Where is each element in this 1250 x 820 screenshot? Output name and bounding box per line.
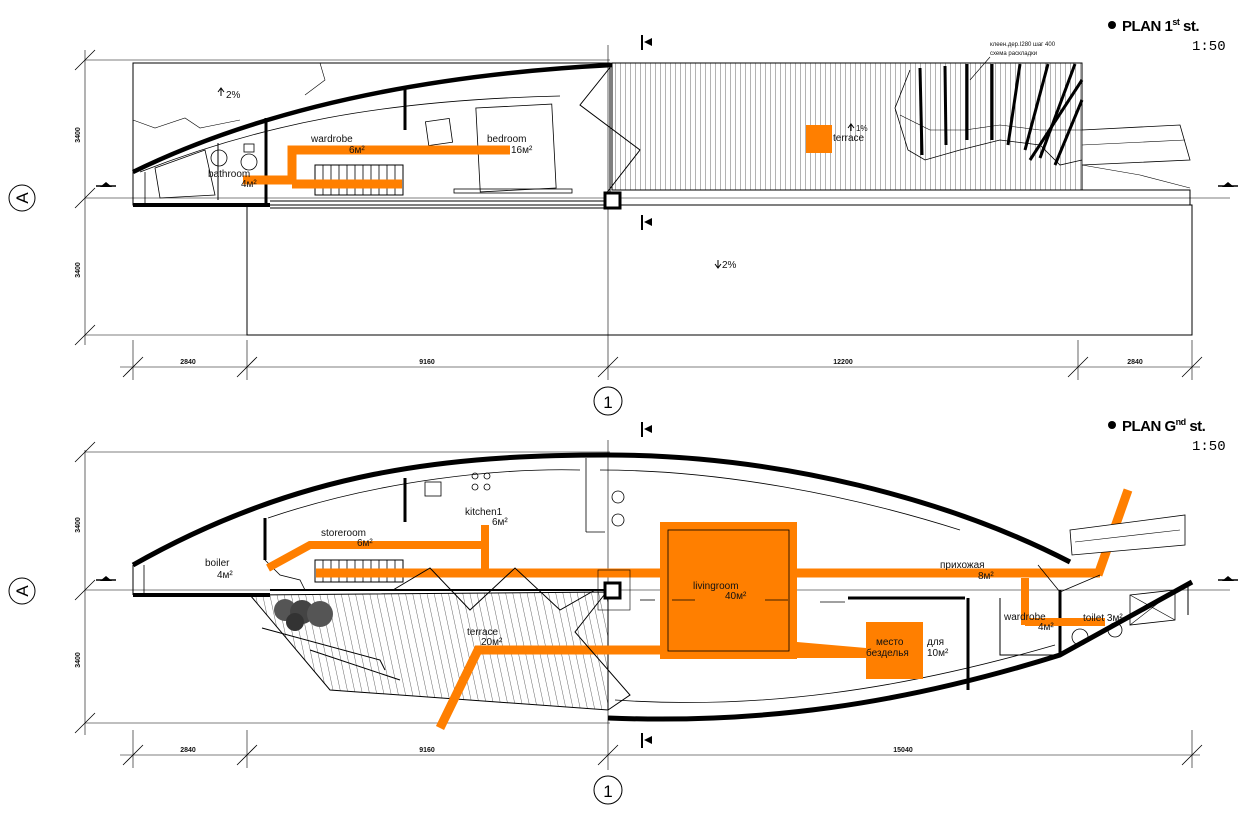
dim-h-3: 12200 xyxy=(833,359,853,366)
sink-icon xyxy=(424,481,442,497)
slope-terrace: 1% xyxy=(856,124,868,133)
label-livingroom: livingroom xyxy=(693,581,739,592)
dim-v-lower: 3400 xyxy=(75,262,82,278)
svg-text:1: 1 xyxy=(603,782,612,801)
level-marker-right xyxy=(1218,182,1238,187)
plan-ground-scale: 1:50 xyxy=(1192,439,1226,455)
lower-slab xyxy=(246,204,1193,336)
note-line-1: клеен.дер.I280 шаг 400 xyxy=(990,42,1056,48)
axis-a-marker-ground: A xyxy=(8,577,36,605)
dim-h-g-2: 9160 xyxy=(419,747,435,754)
label-wardrobe-g: wardrobe xyxy=(1003,612,1046,623)
label-idle-1: место xyxy=(876,637,904,648)
dim-v-lower-g: 3400 xyxy=(75,652,82,668)
furniture-box xyxy=(424,117,454,147)
spiral-deck xyxy=(894,63,1084,166)
plan-first-floor: 3400 3400 A xyxy=(8,17,1238,416)
section-marker-mid xyxy=(641,215,652,230)
section-marker-bottom-g xyxy=(641,733,652,748)
label-hall-area: 8м² xyxy=(978,571,994,582)
slope-roof: 2% xyxy=(226,90,241,101)
axis-a-marker: A xyxy=(8,184,36,212)
label-livingroom-area: 40м² xyxy=(725,591,747,602)
level-marker-left xyxy=(96,182,116,187)
dim-v-upper: 3400 xyxy=(75,127,82,143)
label-idle-area: 10м² xyxy=(927,648,949,659)
label-wardrobe: wardrobe xyxy=(310,134,353,145)
svg-text:A: A xyxy=(13,192,32,204)
plan-ground-floor: 3400 3400 A xyxy=(8,417,1238,805)
basin-icon-wc xyxy=(1107,622,1123,638)
note-line-2: схема раскладки xyxy=(990,51,1037,57)
label-boiler: boiler xyxy=(205,558,230,569)
roof-curve xyxy=(132,62,613,175)
label-bedroom-area: 16м² xyxy=(511,145,533,156)
label-idle-2: безделья xyxy=(866,647,909,659)
label-terrace-g-area: 20м² xyxy=(481,637,503,648)
label-boiler-area: 4м² xyxy=(217,570,233,581)
dim-h-1: 2840 xyxy=(180,359,196,366)
shrub-icon xyxy=(274,599,333,631)
label-kitchen-area: 6м² xyxy=(492,517,508,528)
label-storeroom: storeroom xyxy=(321,528,366,539)
label-terrace-g: terrace xyxy=(467,627,499,638)
svg-text:A: A xyxy=(13,585,32,597)
livingroom-block xyxy=(660,522,797,659)
section-marker-top-g xyxy=(641,422,652,437)
level-marker-left-g xyxy=(96,576,116,581)
label-idle-for: для xyxy=(927,637,944,648)
dim-h-g-3: 15040 xyxy=(893,747,913,754)
circulation-path-ground xyxy=(266,488,1133,730)
label-terrace: terrace xyxy=(833,133,865,144)
terrace-deck xyxy=(611,62,1083,191)
hull-bottom xyxy=(607,579,1194,722)
column-ground xyxy=(603,581,622,600)
label-bathroom: bathroom xyxy=(208,169,250,180)
label-kitchen: kitchen1 xyxy=(465,507,503,518)
slope-lower: 2% xyxy=(722,260,737,271)
dim-h-4: 2840 xyxy=(1127,359,1143,366)
dim-v-upper-g: 3400 xyxy=(75,517,82,533)
plan-first-title: PLAN 1st st. xyxy=(1122,17,1199,35)
label-storeroom-area: 6м² xyxy=(357,538,373,549)
label-bathroom-area: 4м² xyxy=(241,179,257,190)
circulation-path-first xyxy=(243,125,832,189)
level-marker-right-g xyxy=(1218,576,1238,581)
plan-ground-title: PLAN Gnd st. xyxy=(1122,417,1206,435)
label-bedroom: bedroom xyxy=(487,134,526,145)
toilet-icon xyxy=(1071,628,1089,646)
column xyxy=(603,191,622,210)
axis-1-marker-ground: 1 xyxy=(593,775,623,805)
dim-h-g-1: 2840 xyxy=(180,747,196,754)
basin-icon xyxy=(210,149,228,167)
toilet-icon xyxy=(240,153,258,171)
hob-icon xyxy=(471,472,479,480)
label-wardrobe-area: 6м² xyxy=(349,145,365,156)
section-marker-top xyxy=(641,35,652,50)
dim-h-2: 9160 xyxy=(419,359,435,366)
svg-text:1: 1 xyxy=(603,393,612,412)
label-toilet: toilet 3м² xyxy=(1083,613,1123,624)
label-wardrobe-g-area: 4м² xyxy=(1038,622,1054,633)
plan-first-scale: 1:50 xyxy=(1192,39,1226,55)
hull-top xyxy=(131,452,1072,568)
label-hall: прихожая xyxy=(940,560,985,571)
axis-1-marker: 1 xyxy=(593,386,623,416)
basin-icon xyxy=(611,490,625,504)
